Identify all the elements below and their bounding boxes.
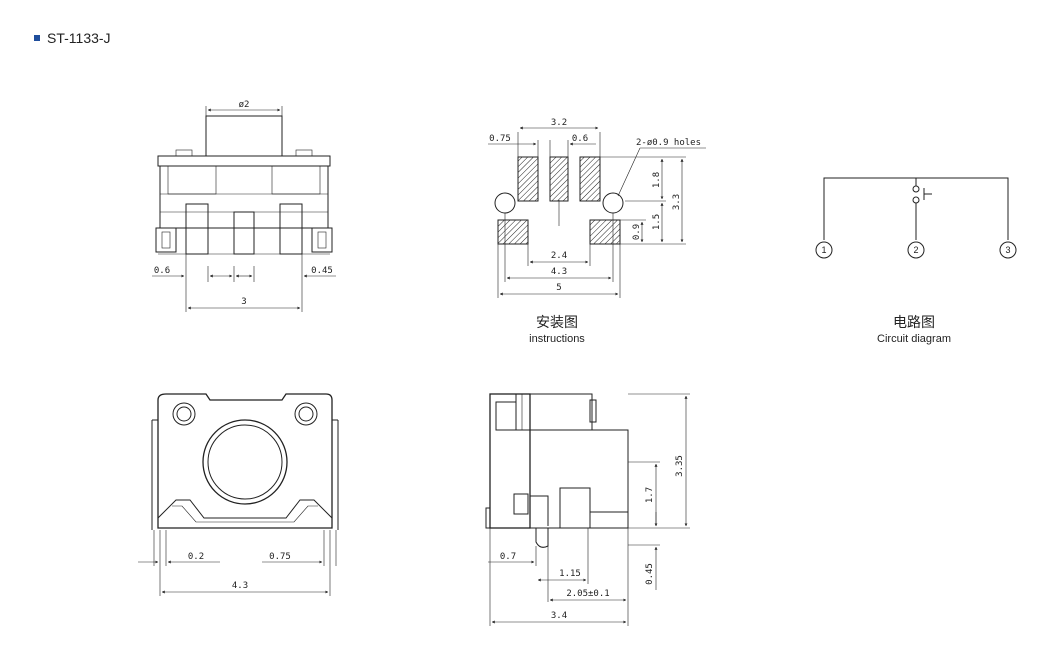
dim-left-offset: 0.6 [154,266,170,276]
dim-offset-a: 0.7 [500,552,516,562]
dim-hole-spacing: 4.3 [551,267,567,277]
dim-side-height: 3.35 [675,455,685,477]
dim-lead-width: 0.75 [269,552,291,562]
dim-offset-c: 2.05±0.1 [566,589,609,599]
install-caption-en: instructions [529,333,585,345]
pad-top-center [549,156,569,202]
pad-bottom-right [589,219,621,245]
pin-3-icon [999,241,1017,259]
install-view: 3.2 0.75 0.6 2-ø0.9 holes 1.8 1.5 3.3 0.… [488,118,706,345]
dim-right-offset: 0.45 [311,266,333,276]
circuit-diagram: 1 2 3 电路图 Circuit diagram [815,177,1017,345]
model-header: ST-1133-J [34,30,111,46]
pad-bottom-left [497,219,529,245]
dim-side-total: 3.4 [551,611,567,621]
pad-top-left [517,156,539,202]
switch-contact-icon [912,185,920,193]
dim-pad-gap: 0.6 [572,134,588,144]
dim-terminal-pitch: 3 [241,297,246,307]
pin-2-icon [907,241,925,259]
side-view: 3.35 1.7 0.45 0.7 1.15 2.05±0.1 3.4 [485,393,690,626]
pin-label-1: 1 [821,245,826,255]
dim-pad-span: 3.2 [551,118,567,128]
plunger-outer-icon [202,419,288,505]
dim-body-width: 4.3 [232,581,248,591]
top-view: 0.2 0.75 4.3 [138,393,339,596]
dim-stem-height: 1.7 [645,487,655,503]
switch-contact-icon [912,196,920,204]
dim-overall-width: 5 [556,283,561,293]
pin-label-3: 3 [1005,245,1010,255]
front-view: ø2 0.6 0.45 3 [152,100,336,312]
circuit-caption-en: Circuit diagram [877,333,951,345]
dim-offset-b: 1.15 [559,569,581,579]
circuit-caption-cn: 电路图 [893,315,935,331]
holes-note: 2-ø0.9 holes [636,138,701,148]
pad-top-right [579,156,601,202]
pin-label-2: 2 [913,245,918,255]
dim-lead-offset: 0.2 [188,552,204,562]
dim-pad-height: 0.9 [632,224,642,240]
model-title: ST-1133-J [47,30,111,46]
dim-inner-gap: 2.4 [551,251,567,261]
install-caption-cn: 安装图 [536,315,578,331]
mounting-hole-left [494,192,516,214]
pin-1-icon [815,241,833,259]
dim-height-2: 1.5 [652,214,662,230]
dim-pad-width: 0.75 [489,134,511,144]
mounting-hole-right [602,192,624,214]
dim-height-1: 1.8 [652,172,662,188]
dim-foot-height: 0.45 [645,563,655,585]
dim-height-total: 3.3 [672,194,682,210]
bullet-square-icon [34,35,40,41]
dim-plunger-diameter: ø2 [239,100,250,110]
